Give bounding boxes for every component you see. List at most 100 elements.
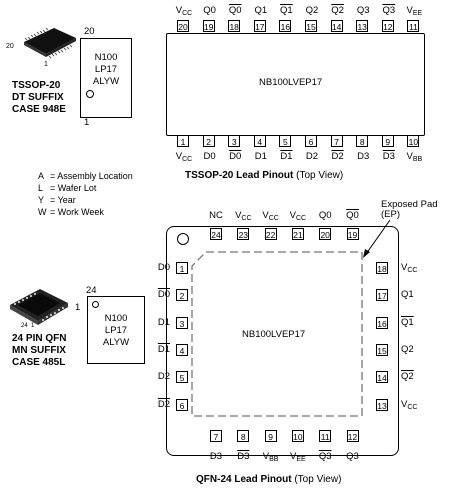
- legend-value: = Year: [50, 195, 76, 205]
- qfn-icon-pin-1: 1: [31, 323, 35, 329]
- qfn-package-suffix: MN SUFFIX: [12, 345, 66, 356]
- qfn-pin-5: 5: [176, 371, 188, 384]
- exposed-pad-arrow: [363, 219, 391, 258]
- tssop-pin-name-6: D2: [305, 151, 319, 162]
- tssop-marking-line-2: LP17: [94, 64, 118, 75]
- tssop-pin1-dot: [86, 90, 94, 98]
- qfn-pin-name-21: VCC: [289, 210, 307, 223]
- tssop-pin-19: 19: [202, 20, 215, 32]
- qfn-pin-6: 6: [176, 398, 188, 411]
- qfn-chip-label: NB100LVEP17: [242, 329, 306, 340]
- tssop-mark-pin-20: 20: [84, 26, 95, 37]
- qfn-marking-box: N100 LP17 ALYW: [87, 296, 145, 364]
- tssop-pin-name-12: Q3: [382, 5, 396, 16]
- qfn-pin-name-9: VBB: [262, 451, 279, 464]
- tssop-package-case: CASE 948E: [12, 104, 66, 115]
- tssop-icon-pin-1: 1: [44, 61, 48, 68]
- legend-value: = Work Week: [50, 207, 104, 217]
- tssop-chip-label: NB100LVEP17: [259, 77, 323, 88]
- qfn-pin-name-15: Q2: [401, 343, 414, 355]
- qfn-pin-17: 17: [376, 289, 388, 302]
- tssop-pin-name-1: VCC: [175, 151, 193, 164]
- qfn-pin-21: 21: [291, 228, 304, 240]
- qfn-package-label: 24 PIN QFN MN SUFFIX CASE 485L: [12, 333, 66, 369]
- tssop-pin-1: 1: [177, 135, 189, 147]
- tssop-pin-name-16: Q1: [280, 5, 293, 16]
- qfn-pin-8: 8: [237, 430, 250, 442]
- qfn-pin-name-19: Q0: [346, 210, 359, 221]
- qfn-package-icon: [10, 289, 68, 325]
- qfn-pin-3: 3: [176, 316, 188, 329]
- qfn-pin-23: 23: [237, 228, 250, 240]
- legend-value: = Assembly Location: [50, 171, 133, 181]
- tssop-pin-12: 12: [381, 20, 394, 32]
- tssop-icon-pin-20: 20: [6, 43, 14, 50]
- qfn-icon-pin-24: 24: [21, 323, 28, 329]
- tssop-pin-7: 7: [330, 135, 343, 147]
- qfn-pin-name-1: D0: [157, 262, 170, 273]
- qfn-pin-name-17: Q1: [401, 289, 414, 301]
- qfn-pin-15: 15: [376, 343, 388, 356]
- tssop-caption-title: TSSOP-20 Lead Pinout: [185, 170, 294, 181]
- tssop-pin-15: 15: [305, 20, 317, 32]
- qfn-marking-line-1: N100: [104, 313, 128, 324]
- qfn-pin1-dot: [92, 301, 99, 308]
- qfn-pin-20: 20: [319, 228, 332, 240]
- qfn-mark-pin-1: 1: [75, 302, 81, 313]
- tssop-pin-name-20: VCC: [175, 5, 193, 18]
- tssop-pin-name-14: Q2: [331, 5, 344, 16]
- tssop-caption: TSSOP-20 Lead Pinout (Top View): [185, 170, 343, 181]
- tssop-package-icon: [24, 27, 76, 59]
- tssop-pin-name-5: D1: [280, 151, 293, 162]
- tssop-pin-9: 9: [381, 135, 394, 147]
- qfn-pin-name-10: VEE: [290, 451, 306, 464]
- tssop-pin-14: 14: [330, 20, 343, 32]
- qfn-pin-22: 22: [264, 228, 277, 240]
- qfn-pin-name-2: D0: [157, 289, 170, 301]
- tssop-marking-line-1: N100: [94, 52, 118, 63]
- qfn-pin-name-4: D1: [157, 343, 170, 355]
- qfn-pin-14: 14: [376, 371, 388, 384]
- legend-key: L: [38, 183, 44, 193]
- qfn-package-case: CASE 485L: [12, 357, 66, 368]
- qfn-caption-view: (Top View): [294, 474, 342, 485]
- qfn-pin-name-14: Q2: [401, 371, 414, 383]
- tssop-pin-13: 13: [356, 20, 369, 32]
- qfn-pin-name-23: VCC: [235, 210, 252, 223]
- tssop-pin-name-8: D3: [357, 151, 370, 162]
- tssop-package-label: TSSOP-20 DT SUFFIX CASE 948E: [12, 80, 66, 116]
- tssop-pin-10: 10: [407, 135, 420, 147]
- legend-key: Y: [38, 195, 45, 205]
- tssop-pin-name-3: D0: [229, 151, 242, 162]
- tssop-marking-box: N100 LP17 ALYW: [80, 38, 132, 118]
- legend-row: L= Wafer Lot: [38, 182, 133, 194]
- tssop-pin-8: 8: [356, 135, 369, 147]
- qfn-pin-name-18: VCC: [401, 262, 418, 275]
- qfn-pin-9: 9: [264, 430, 277, 442]
- tssop-pin-20: 20: [177, 20, 189, 32]
- tssop-pin-16: 16: [279, 20, 292, 32]
- tssop-pin-name-7: D2: [331, 151, 344, 162]
- qfn-marking-line-2: LP17: [104, 325, 128, 336]
- qfn-mark-pin-24: 24: [86, 285, 97, 296]
- tssop-mark-pin-1: 1: [84, 117, 90, 128]
- qfn-pin-19: 19: [346, 228, 359, 240]
- exposed-pad-abbrev: (EP): [381, 209, 400, 220]
- qfn-pin-13: 13: [376, 398, 388, 411]
- legend-row: W= Work Week: [38, 206, 133, 218]
- tssop-pin-name-15: Q2: [305, 5, 319, 16]
- qfn-package-name: 24 PIN QFN: [12, 333, 67, 344]
- qfn-pin-name-7: D3: [209, 451, 223, 462]
- legend-key: A: [38, 171, 45, 181]
- qfn-pin-name-5: D2: [157, 371, 170, 383]
- qfn-pin-18: 18: [376, 262, 388, 274]
- qfn-pin-name-11: Q3: [318, 451, 332, 462]
- tssop-pin-2: 2: [202, 135, 215, 147]
- tssop-pin-name-2: D0: [203, 151, 216, 162]
- qfn-marking-line-3: ALYW: [102, 337, 130, 348]
- legend-row: Y = Year: [38, 194, 133, 206]
- qfn-pin1-marker: [177, 233, 189, 245]
- qfn-pin-4: 4: [176, 343, 188, 356]
- tssop-package-name: TSSOP-20: [12, 80, 61, 91]
